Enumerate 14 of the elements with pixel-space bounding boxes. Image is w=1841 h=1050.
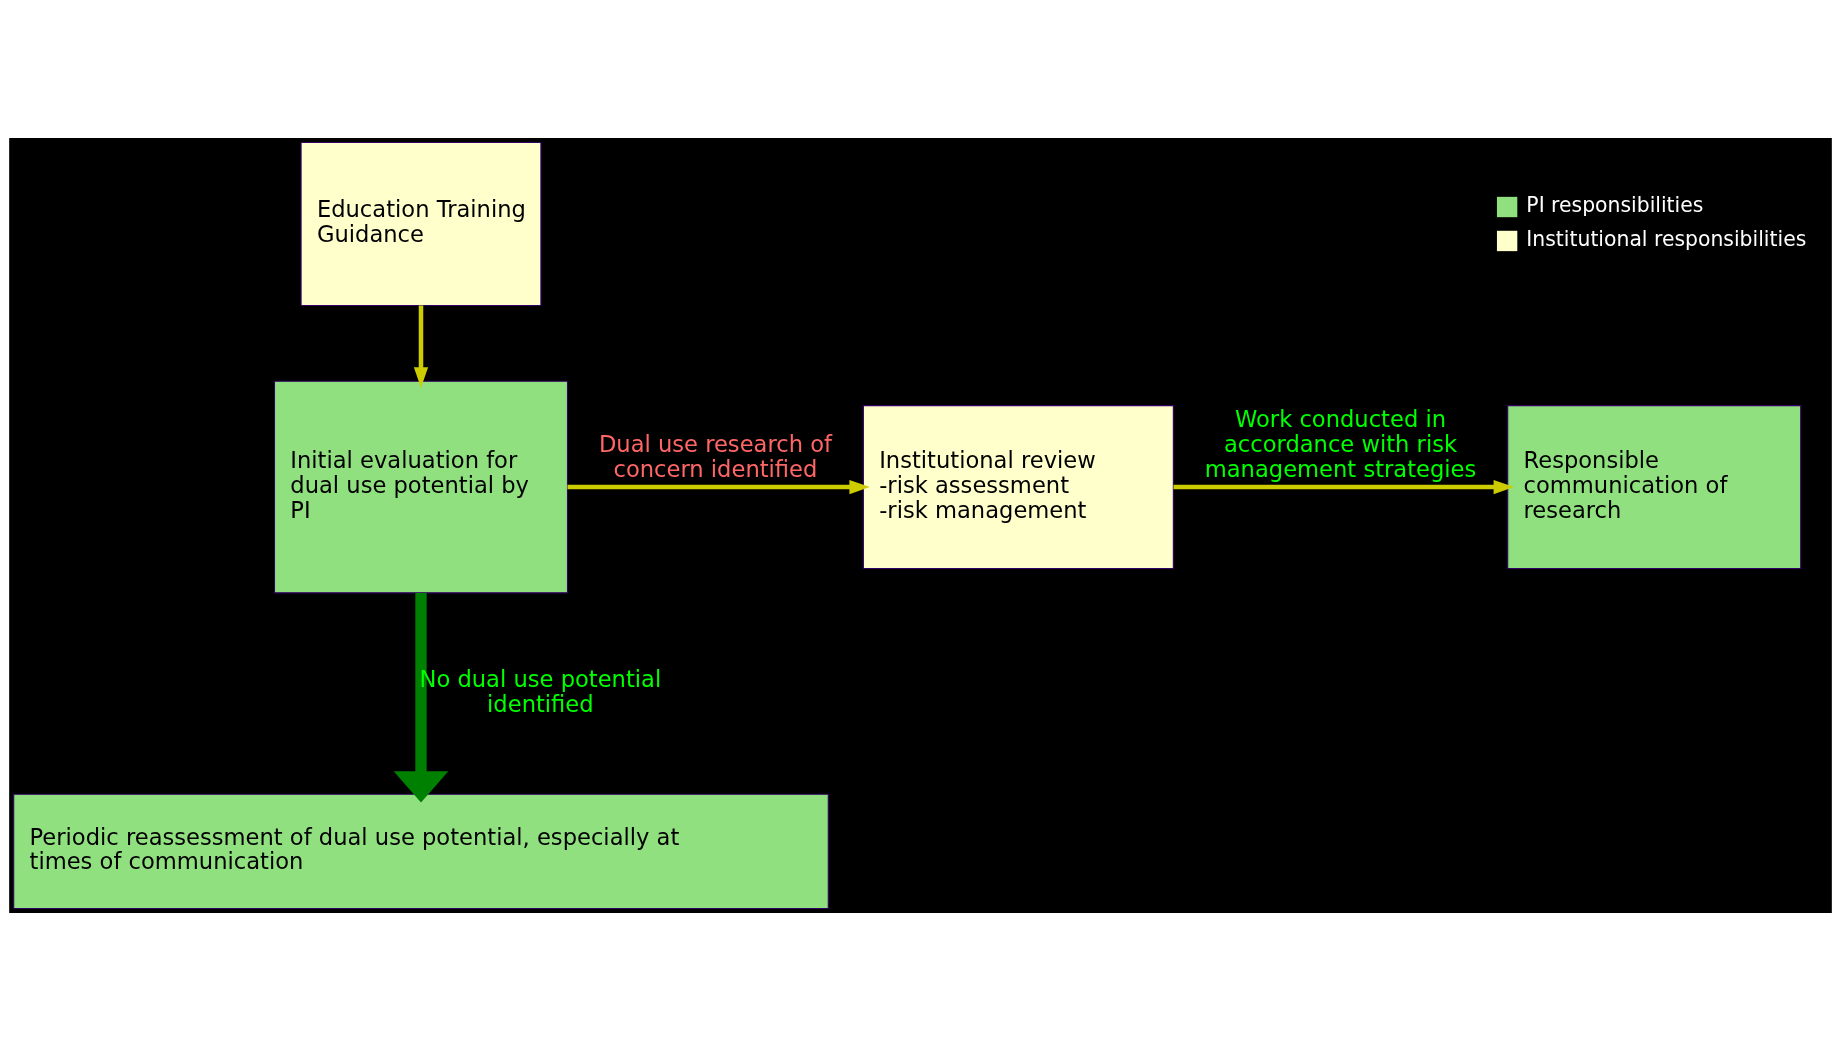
node-box: Responsible communication of research (1507, 404, 1802, 569)
arrow (567, 479, 870, 494)
legend-label: Institutional responsibilities (1526, 226, 1807, 251)
node-box: Institutional review -risk assessment -risk management (862, 404, 1174, 569)
arrow (393, 592, 449, 803)
arrow (1173, 479, 1515, 494)
node-box: Initial evaluation for dual use potential by PI (273, 380, 569, 593)
node-box: Education Training Guidance (300, 141, 542, 306)
node-box: Periodic reassessment of dual use potential, especially at times of communication (13, 793, 829, 909)
edge-label: Dual use research of concern identified (598, 430, 832, 482)
edge-label: No dual use potential identified (419, 665, 662, 717)
legend-label: PI responsibilities (1526, 192, 1704, 217)
arrow (413, 305, 429, 388)
edge-label: Work conducted in accordance with risk management strategies (1204, 405, 1477, 482)
